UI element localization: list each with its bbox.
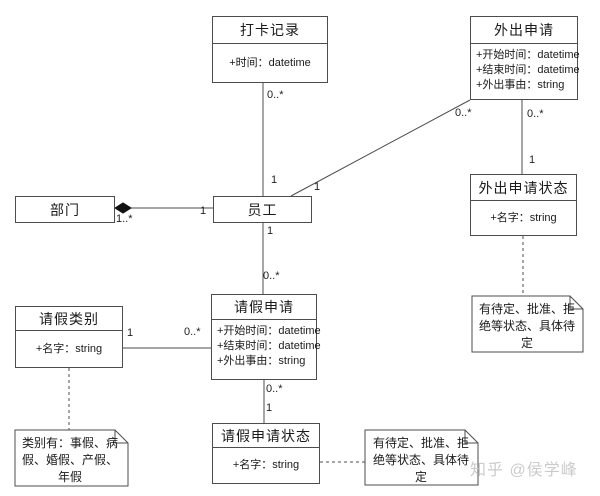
class-outing-request: 外出申请 +开始时间：datetime +结束时间：datetime +外出事由… xyxy=(470,16,580,100)
class-leave-category: 请假类别 +名字：string xyxy=(15,306,123,368)
class-attributes: +开始时间：datetime +结束时间：datetime +外出事由：stri… xyxy=(471,44,580,99)
class-attribute: +开始时间：datetime xyxy=(217,325,321,337)
note-shape-outing-status xyxy=(471,295,584,353)
note-shape-leave-category xyxy=(14,429,129,487)
multiplicity-department-end: 1..* xyxy=(116,213,133,225)
multiplicity-clock-end: 0..* xyxy=(267,89,284,101)
assoc-outing-employee xyxy=(290,99,471,197)
class-title: 打卡记录 xyxy=(213,17,327,44)
class-attributes: +开始时间：datetime +结束时间：datetime +外出事由：stri… xyxy=(212,320,321,379)
class-attribute: +名字：string xyxy=(35,342,103,355)
zhihu-watermark: 知乎 @侯学峰 xyxy=(470,462,578,479)
class-attributes: +时间：datetime xyxy=(213,44,327,82)
class-title: 请假申请 xyxy=(212,295,316,320)
class-title: 部门 xyxy=(50,201,80,218)
note-outing-status: 有待定、批准、拒绝等状态、具体待定 xyxy=(478,302,575,350)
multiplicity-employee-outing-end: 1 xyxy=(314,181,321,193)
class-attribute: +名字：string xyxy=(232,459,300,471)
class-attribute: +结束时间：datetime xyxy=(476,64,580,76)
multiplicity-employee-clock-end: 1 xyxy=(271,174,278,186)
multiplicity-leave-employee-end: 0..* xyxy=(263,270,280,282)
composition-diamond-icon xyxy=(114,202,132,214)
multiplicity-leave-status-end: 1 xyxy=(266,402,273,414)
class-attribute: +时间：datetime xyxy=(229,56,311,69)
multiplicity-category-end: 1 xyxy=(127,327,134,339)
class-leave-request-status: 请假申请状态 +名字：string xyxy=(212,423,320,484)
class-attribute: +名字：string xyxy=(490,211,557,224)
note-fold-icon xyxy=(464,430,478,444)
class-leave-request: 请假申请 +开始时间：datetime +结束时间：datetime +外出事由… xyxy=(211,294,321,380)
note-leave-category: 类别有：事假、病假、婚假、产假、年假 xyxy=(21,436,118,484)
multiplicity-outing-status-request-end: 0..* xyxy=(527,108,544,120)
multiplicity-outing-status-end: 1 xyxy=(529,154,536,166)
class-attribute: +结束时间：datetime xyxy=(217,340,321,352)
class-attribute: +外出事由：string xyxy=(217,355,306,367)
class-department: 部门 xyxy=(15,196,115,223)
class-title: 外出申请状态 xyxy=(471,175,576,201)
class-attributes: +名字：string xyxy=(16,331,122,367)
class-attributes: +名字：string xyxy=(471,201,576,235)
class-title: 请假申请状态 xyxy=(213,424,319,448)
multiplicity-leave-category-end: 0..* xyxy=(184,326,201,338)
multiplicity-outing-end: 0..* xyxy=(455,107,472,119)
multiplicity-employee-department-end: 1 xyxy=(200,205,207,217)
class-attributes: +名字：string xyxy=(213,448,319,483)
class-employee: 员工 xyxy=(213,196,312,223)
note-fold-icon xyxy=(114,430,128,444)
class-attribute: +外出事由：string xyxy=(476,79,565,91)
multiplicity-leave-status-request-end: 0..* xyxy=(266,383,283,395)
note-fold-icon xyxy=(569,296,583,310)
class-outing-request-status: 外出申请状态 +名字：string xyxy=(470,174,577,236)
class-title: 请假类别 xyxy=(16,307,122,331)
class-attribute: +开始时间：datetime xyxy=(476,49,580,61)
note-leave-status: 有待定、批准、拒绝等状态、具体待定 xyxy=(372,436,469,484)
class-title: 外出申请 xyxy=(471,17,577,44)
class-title: 员工 xyxy=(247,201,278,218)
note-shape-leave-status xyxy=(364,429,479,486)
multiplicity-employee-leave-end: 1 xyxy=(267,225,274,237)
class-clock-record: 打卡记录 +时间：datetime xyxy=(212,16,328,83)
